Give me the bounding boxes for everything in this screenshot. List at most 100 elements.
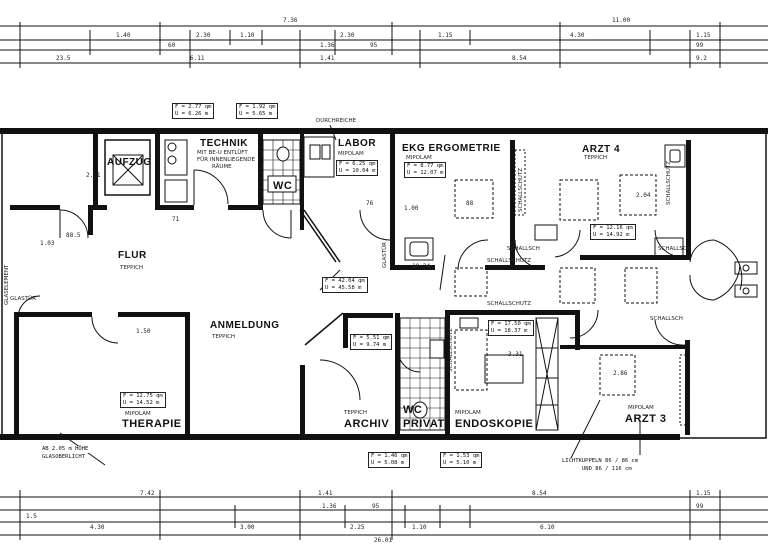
labor-floor: MIPOLAM [338,151,364,157]
label-glastuer-1: GLASTÜR [382,242,388,268]
room-wc-north: WC [273,180,293,192]
dim-door-a: 88.5 [66,232,81,239]
label-durchreiche: DURCHREICHE [316,118,357,124]
room-labor: LABOR [338,138,377,149]
dim-top-a: 1.40 [116,32,131,39]
label-schallsch-3: SCHALLSCH [650,316,683,322]
dim-door-j: 76 [366,200,374,207]
dim-bot-1: 7.42 [140,490,155,497]
dim-bot-k: 1.5 [26,513,37,520]
dim-door-i: 2.04 [636,192,651,199]
dim-top-c: 1.10 [240,32,255,39]
dim-top-m: 6.11 [190,55,205,62]
dim-door-b: 2.01 [86,172,101,179]
technik-note-2: FÜR INNENLIEGENDE [197,157,255,163]
dim-top-b: 2.30 [196,32,211,39]
dim-bot-b: 3.00 [240,524,255,531]
dim-bot-f: 1.41 [318,490,333,497]
label-schallsch-4: SCHALLSCH [686,389,692,422]
dim-top-q: 1.36 [320,42,335,49]
dim-top-j: 99 [696,42,704,49]
dim-top-e: 1.15 [438,32,453,39]
room-wc-south: WC [403,404,423,416]
room-therapie: THERAPIE [122,418,182,430]
dim-bot-c: 1.10 [412,524,427,531]
dim-bot-2: 8.54 [532,490,547,497]
room-arzt3: ARZT 3 [625,413,667,425]
dim-bot-i: 99 [696,503,704,510]
dim-top-2: 11.00 [612,17,631,24]
dim-bot-a: 4.30 [90,524,105,531]
dim-door-g: 10.24 [412,263,431,270]
dim-bot-d: 2.25 [350,524,365,531]
label-schallschutz-2: SCHALLSCHUTZ [487,301,531,307]
dim-top-g: 4.30 [570,32,585,39]
dim-top-d: 2.30 [340,32,355,39]
flur-floor: TEPPICH [120,265,144,271]
room-anmeldung: ANMELDUNG [210,320,280,331]
room-flur: FLUR [118,250,147,261]
label-glaselement: GLASELEMENT [4,264,10,305]
south-wall [0,434,680,440]
dim-door-m: 2.86 [613,370,628,377]
lichtkuppeln-note-1: LICHTKUPPELN 86 / 86 cm [560,458,641,465]
outer-outline [1,129,767,439]
label-schallschutz-5: SCHALLSCHUTZ [448,328,454,372]
endoskopie-floor: MIPOLAM [455,410,481,416]
dim-bot-g: 1.36 [322,503,337,510]
ekg-floor: MIPOLAM [406,155,432,161]
dim-bot-h: 95 [372,503,380,510]
dim-door-f: 71 [172,216,180,223]
technik-note-1: MIT BE-U ENTLÜFT [197,150,248,156]
dim-top-p: 1.41 [320,55,335,62]
dim-top-l: 23.5 [56,55,71,62]
room-archiv: ARCHIV [344,418,390,430]
archiv-floor: TEPPICH [344,410,368,416]
therapie-floor: MIPOLAM [125,411,151,417]
lichtkuppeln-note-2: UND 86 / 116 cm [580,466,634,473]
dim-top-s: 60 [168,42,176,49]
dim-bot-3: 26.01 [374,537,393,544]
arzt3-floor: MIPOLAM [628,405,654,411]
dim-top-i: 1.15 [696,32,711,39]
dim-top-1: 7.36 [283,17,298,24]
north-wall [0,128,768,134]
room-aufzug: AUFZUG [107,157,152,168]
label-schallsch-2: SCHALLSCH [658,246,691,252]
technik-note-3: RÄUME [212,164,232,170]
label-schallschutz-1: SCHALLSCHUTZ [487,258,531,264]
anmeldung-floor: TEPPICH [212,334,236,340]
glasbruestung-note-2: GLASOBERLICHT [40,454,88,461]
dim-bot-e: 6.10 [540,524,555,531]
dim-door-e: 1.00 [404,205,419,212]
label-schallschutz-4: SCHALLSCHUTZ [666,161,672,205]
arzt4-floor: TEPPICH [584,155,608,161]
room-privat: PRIVAT [403,418,445,430]
label-schallsch-1: SCHALLSCH [507,246,540,252]
room-technik: TECHNIK [200,138,248,149]
room-arzt4: ARZT 4 [582,144,620,155]
room-endoskopie: ENDOSKOPIE [455,418,534,430]
dim-top-n: 8.54 [512,55,527,62]
dim-bot-j: 1.15 [696,490,711,497]
dim-top-o: 9.2 [696,55,707,62]
label-schallschutz-3: SCHALLSCHUTZ [518,168,524,212]
dim-door-d: 1.50 [136,328,151,335]
label-glastuer-2: GLASTÜR [10,296,36,302]
dim-door-k: 88 [466,200,474,207]
dim-door-c: 1.03 [40,240,55,247]
glasbruestung-note-1: AB 2.05 m HÖHE [40,446,91,453]
dim-door-h: 3.31 [508,351,523,358]
